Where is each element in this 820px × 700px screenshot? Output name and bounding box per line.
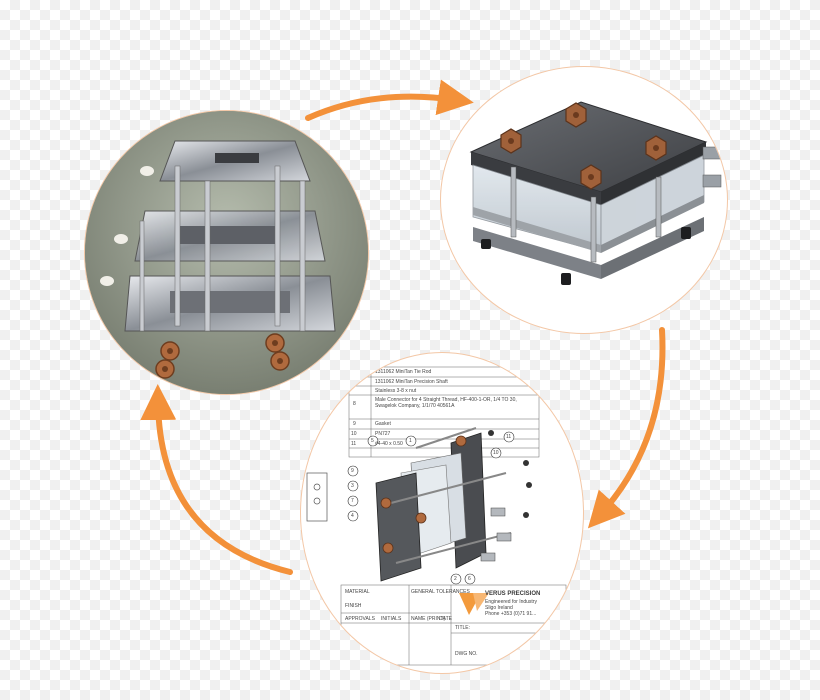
exploded-engineering-drawing: 7 8 9 10 11 1311062 MiniTan Tie Rod 1311… [300, 352, 584, 674]
bom-description: #4-40 x 0.50 [375, 441, 403, 447]
balloon-6: 6 [468, 576, 471, 582]
name-label: NAME (PRINT) [411, 616, 446, 622]
material-label: MATERIAL [345, 589, 370, 595]
dwg-label: DWG NO. [455, 651, 478, 657]
balloon-1: 1 [409, 438, 412, 444]
cad-render-illustration [469, 101, 722, 285]
bom-item: 7 [353, 379, 356, 385]
3d-cad-render [440, 66, 728, 334]
photograph-of-assembled-fixture [84, 110, 369, 395]
company-line-1: Engineered for Industry [485, 599, 537, 605]
company-line-3: Phone +353 (0)71 91... [485, 611, 537, 617]
balloon-3: 3 [351, 483, 354, 489]
fixture-photo-illustration [85, 111, 368, 394]
bom-item: 11 [351, 441, 357, 447]
company-line-2: Sligo Ireland [485, 605, 513, 611]
tolerances-label: GENERAL TOLERANCES [411, 589, 470, 595]
exploded-view-illustration [306, 366, 567, 666]
balloon-2: 2 [454, 576, 457, 582]
balloon-4: 4 [351, 513, 354, 519]
arrow-cad-to-drawing [587, 327, 666, 529]
bom-description: Male Connector for 4 Straight Thread, HF… [375, 397, 517, 409]
company-name: VERUS PRECISION [485, 591, 541, 597]
arrow-drawing-to-photo [140, 384, 293, 575]
title-label: TITLE: [455, 625, 471, 631]
bom-item: 10 [351, 431, 357, 437]
bom-item: 9 [353, 421, 356, 427]
balloon-9: 9 [351, 468, 354, 474]
finish-label: FINISH [345, 603, 362, 609]
bom-description: Stainless 3-8 x nut [375, 388, 417, 394]
balloon-11: 11 [506, 434, 512, 440]
balloon-10: 10 [493, 450, 499, 456]
bom-description: PN727 [375, 431, 391, 437]
approvals-label: APPROVALS [345, 616, 375, 622]
date-label: DATE [439, 616, 452, 622]
bom-description: 1311062 MiniTan Tie Rod [375, 369, 432, 375]
balloon-7: 7 [351, 498, 354, 504]
bom-description: Gasket [375, 421, 391, 427]
initials-label: INITIALS [381, 616, 402, 622]
bom-item: 8 [353, 401, 356, 407]
bom-description: 1311062 MiniTan Precision Shaft [375, 379, 448, 385]
balloon-5: 5 [371, 438, 374, 444]
